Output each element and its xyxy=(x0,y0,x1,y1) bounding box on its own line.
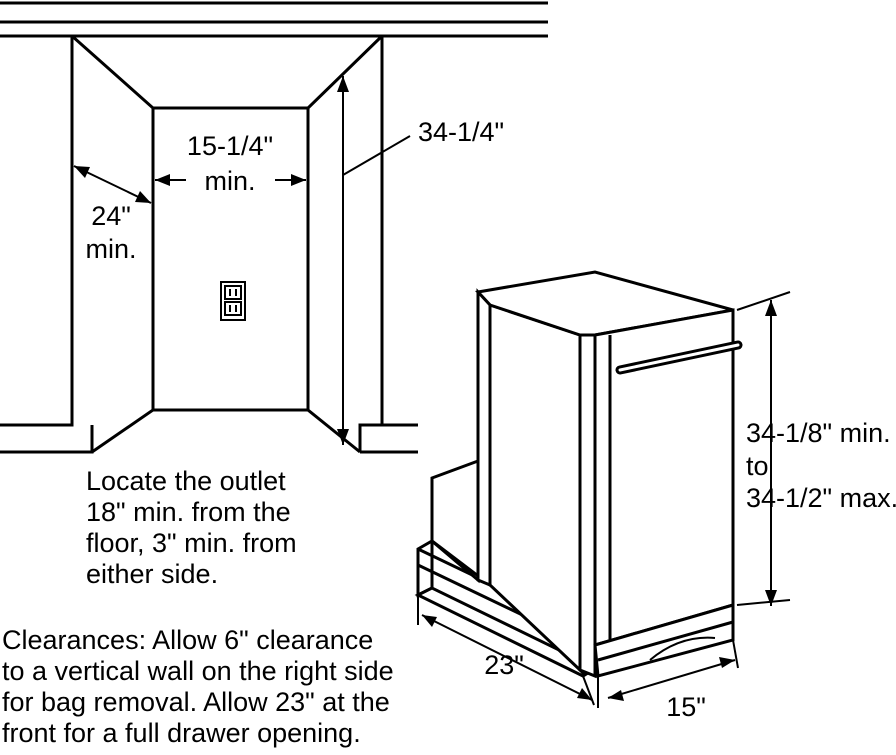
niche-right-cabinet-foot xyxy=(358,423,382,452)
clearances-note-line: for bag removal. Allow 23" at the xyxy=(2,687,390,717)
outlet-note-line: 18" min. from the xyxy=(86,497,291,527)
compactor-height-dimension xyxy=(736,291,791,606)
niche-left-wall xyxy=(71,34,155,454)
clearances-note: Clearances: Allow 6" clearance to a vert… xyxy=(2,625,394,749)
compactor-width-dimension xyxy=(597,639,739,708)
clearances-note-line: front for a full drawer opening. xyxy=(2,718,361,748)
compactor-depth-label: 23" xyxy=(484,650,524,680)
compactor-width-label: 15" xyxy=(666,692,706,722)
outlet-note-line: floor, 3" min. from xyxy=(86,528,297,558)
niche-left-cabinet-foot xyxy=(0,425,94,454)
compactor-unit xyxy=(414,270,743,679)
niche-width-min-label: min. xyxy=(204,166,255,196)
compactor-height-min: 34-1/8" min. xyxy=(746,418,891,448)
clearances-note-line: Clearances: Allow 6" clearance xyxy=(2,625,374,655)
niche-left-cabinet xyxy=(0,34,74,427)
niche-width-dimension xyxy=(155,174,306,186)
outlet-note-line: either side. xyxy=(86,559,219,589)
niche-right-wall xyxy=(306,34,384,454)
outlet-note-line: Locate the outlet xyxy=(86,466,286,496)
outlet-icon xyxy=(220,281,246,321)
outlet-location-note: Locate the outlet 18" min. from the floo… xyxy=(86,466,297,590)
niche-depth-min-label: min. xyxy=(85,234,136,264)
niche-depth-label: 24" xyxy=(91,201,131,231)
niche-right-cabinet xyxy=(380,34,548,427)
niche-height-dimension xyxy=(337,76,411,445)
niche-depth-dimension xyxy=(73,165,152,204)
compactor-height-to: to xyxy=(746,451,769,481)
niche-width-label: 15-1/4" xyxy=(187,131,273,161)
niche-height-label: 34-1/4" xyxy=(418,117,504,147)
compactor-depth-dimension xyxy=(417,595,595,706)
clearances-note-line: to a vertical wall on the right side xyxy=(2,656,394,686)
compactor-height-max: 34-1/2" max. xyxy=(746,483,896,513)
